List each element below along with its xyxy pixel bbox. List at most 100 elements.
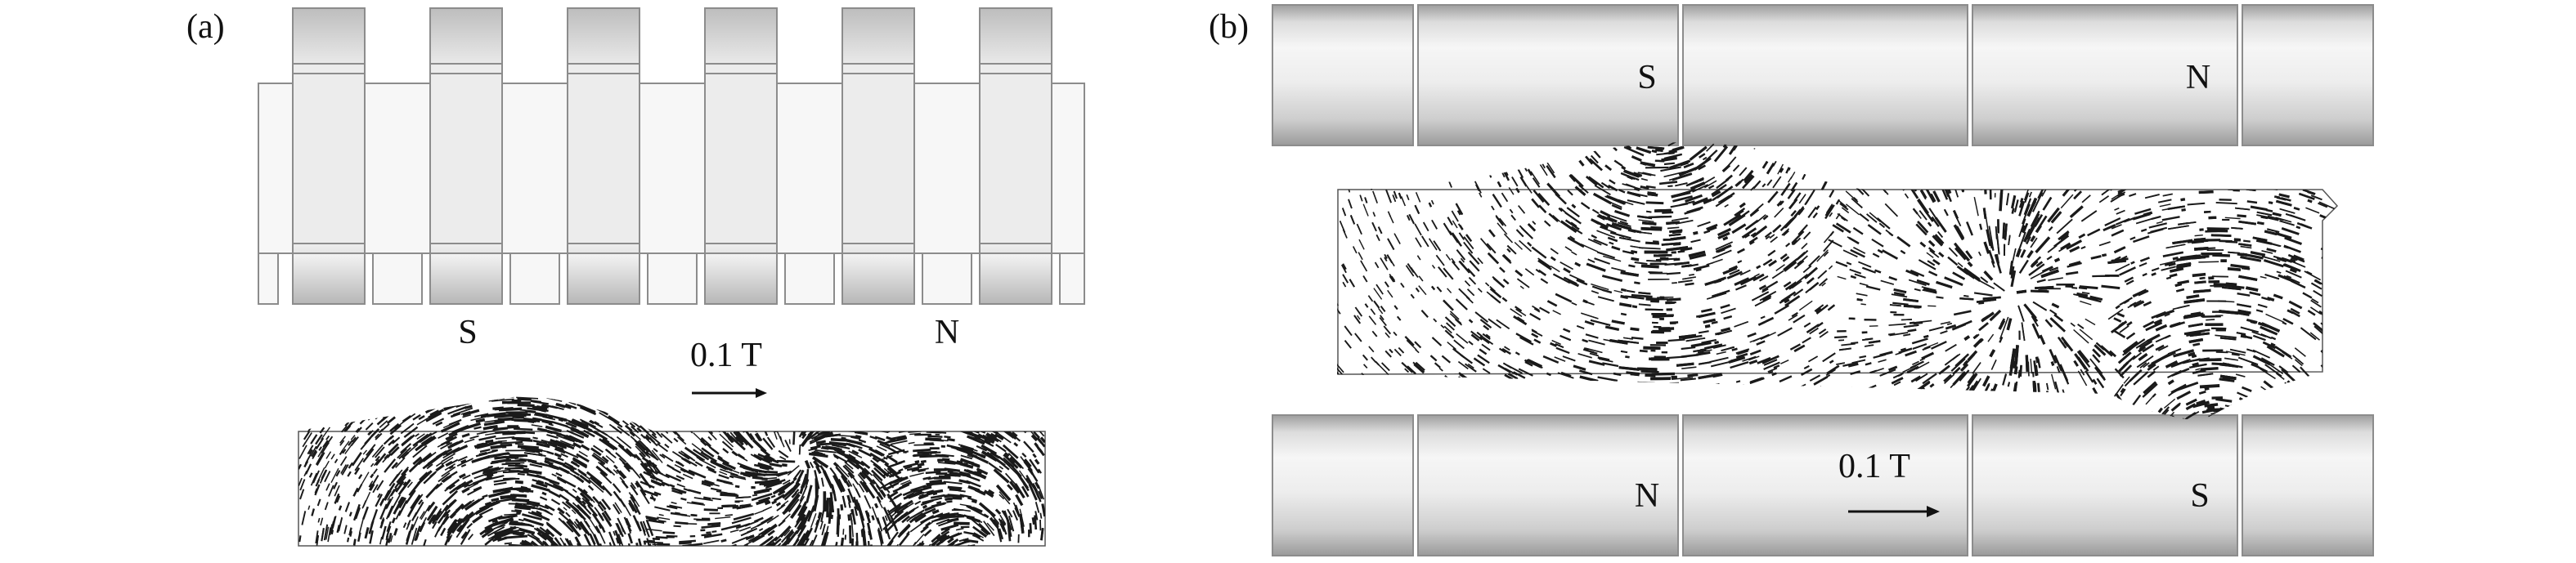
flux-vector	[1893, 288, 1907, 294]
flux-vector	[442, 476, 452, 483]
flux-vector	[753, 463, 774, 471]
flux-vector	[657, 414, 665, 422]
panel-b-label: (b)	[1209, 8, 1249, 46]
flux-vector	[1001, 521, 1007, 526]
flux-vector	[655, 536, 668, 539]
flux-vector	[328, 485, 334, 497]
flux-vector	[545, 460, 554, 466]
flux-vector	[693, 497, 713, 502]
flux-vector	[1749, 203, 1764, 217]
flux-vector	[338, 517, 343, 532]
flux-vector	[848, 414, 864, 419]
flux-vector	[721, 440, 734, 451]
flux-vector	[339, 440, 345, 446]
flux-vector	[765, 400, 770, 417]
flux-vector	[2328, 279, 2336, 284]
flux-vector	[668, 396, 676, 406]
flux-vector	[943, 395, 957, 398]
flux-vector	[1008, 416, 1015, 422]
flux-vector	[398, 395, 406, 396]
flux-vector	[2265, 151, 2281, 156]
flux-vector	[572, 489, 577, 494]
pole-label-bottom-n: N	[1635, 477, 1659, 515]
flux-vector	[1821, 404, 1833, 413]
flux-vector	[1389, 275, 1394, 283]
flux-vector	[1564, 212, 1582, 225]
flux-vector	[773, 494, 785, 503]
flux-vector	[338, 404, 351, 417]
flux-vector	[2194, 155, 2213, 160]
flux-vector	[568, 400, 577, 405]
flux-vector	[650, 479, 666, 487]
flux-vector	[1621, 165, 1627, 171]
flux-vector	[639, 425, 649, 435]
flux-vector	[746, 397, 751, 409]
flux-vector	[946, 444, 967, 451]
flux-vector	[1004, 472, 1018, 487]
slot-gap	[258, 252, 279, 305]
flux-vector	[2091, 160, 2098, 167]
flux-vector	[795, 402, 805, 417]
flux-vector	[2155, 324, 2168, 332]
flux-vector	[872, 479, 881, 489]
flux-vector	[441, 453, 456, 462]
flux-vector	[2065, 270, 2079, 275]
flux-vector	[862, 395, 877, 397]
flux-vector	[1856, 293, 1868, 297]
flux-vector	[716, 490, 728, 494]
flux-vector	[846, 458, 860, 470]
flux-vector	[1617, 386, 1633, 391]
flux-vector	[556, 403, 572, 409]
flux-vector	[546, 396, 563, 402]
flux-vector	[613, 469, 618, 475]
flux-vector	[821, 523, 826, 536]
flux-vector	[775, 502, 782, 507]
flux-vector	[762, 417, 767, 428]
flux-vector	[336, 525, 340, 534]
flux-vector	[424, 454, 442, 468]
flux-vector	[352, 538, 357, 546]
flux-vector	[633, 404, 639, 409]
flux-vector	[365, 422, 374, 431]
flux-vector	[739, 504, 744, 507]
flux-vector	[323, 416, 328, 421]
flux-vector	[1337, 409, 1340, 415]
flux-vector	[766, 395, 770, 405]
flux-vector	[1585, 176, 1598, 186]
flux-vector	[2019, 364, 2022, 377]
flux-vector	[415, 395, 423, 400]
flux-vector	[2328, 366, 2336, 374]
flux-vector	[1528, 396, 1541, 404]
flux-vector	[1362, 400, 1374, 412]
flux-vector	[315, 402, 321, 409]
flux-vector	[514, 509, 522, 512]
flux-vector	[630, 484, 639, 496]
flux-vector	[1980, 276, 1989, 284]
flux-vector	[379, 395, 393, 407]
flux-vector	[1014, 507, 1020, 517]
flux-vector	[1730, 361, 1749, 369]
flux-vector	[953, 395, 967, 400]
flux-vector	[878, 406, 896, 411]
flux-vector	[942, 458, 950, 460]
flux-vector	[1778, 152, 1785, 163]
flux-vector	[1850, 370, 1861, 376]
flux-vector	[1915, 223, 1928, 236]
flux-vector	[449, 503, 464, 519]
flux-vector	[2205, 230, 2218, 233]
flux-vector	[909, 509, 925, 520]
flux-vector	[1865, 285, 1881, 291]
flux-vector	[2198, 261, 2219, 263]
flux-vector	[1546, 300, 1558, 307]
flux-vector	[444, 397, 460, 405]
flux-vector	[2076, 292, 2089, 297]
flux-vector	[428, 409, 445, 419]
flux-vector	[2005, 193, 2010, 206]
flux-vector	[1945, 392, 1953, 400]
flux-vector	[355, 507, 361, 520]
flux-vector	[926, 431, 942, 434]
flux-vector	[1362, 364, 1368, 369]
flux-vector	[1444, 316, 1456, 328]
flux-vector	[2310, 299, 2322, 308]
flux-vector	[460, 458, 467, 464]
